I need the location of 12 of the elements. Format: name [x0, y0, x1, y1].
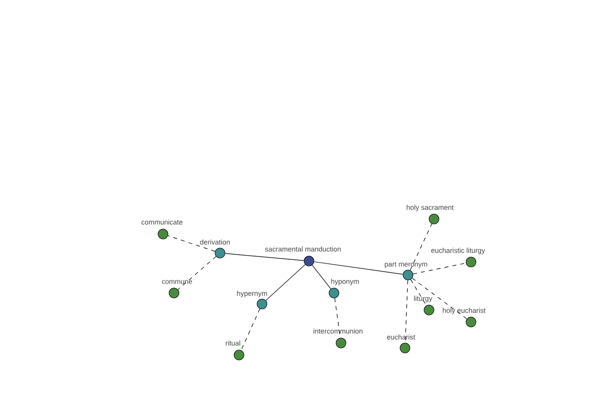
connector-line: [224, 253, 304, 261]
connector-line: [240, 308, 260, 351]
connector-line: [168, 235, 216, 252]
connector-line: [314, 261, 404, 275]
connector-line: [334, 298, 341, 338]
connector-line: [412, 278, 468, 320]
connector-line: [412, 262, 466, 274]
connector-line: [178, 256, 216, 290]
connector-line: [266, 264, 306, 301]
connector-line: [312, 264, 332, 290]
connector-line: [410, 279, 427, 306]
connector-line: [410, 223, 432, 271]
